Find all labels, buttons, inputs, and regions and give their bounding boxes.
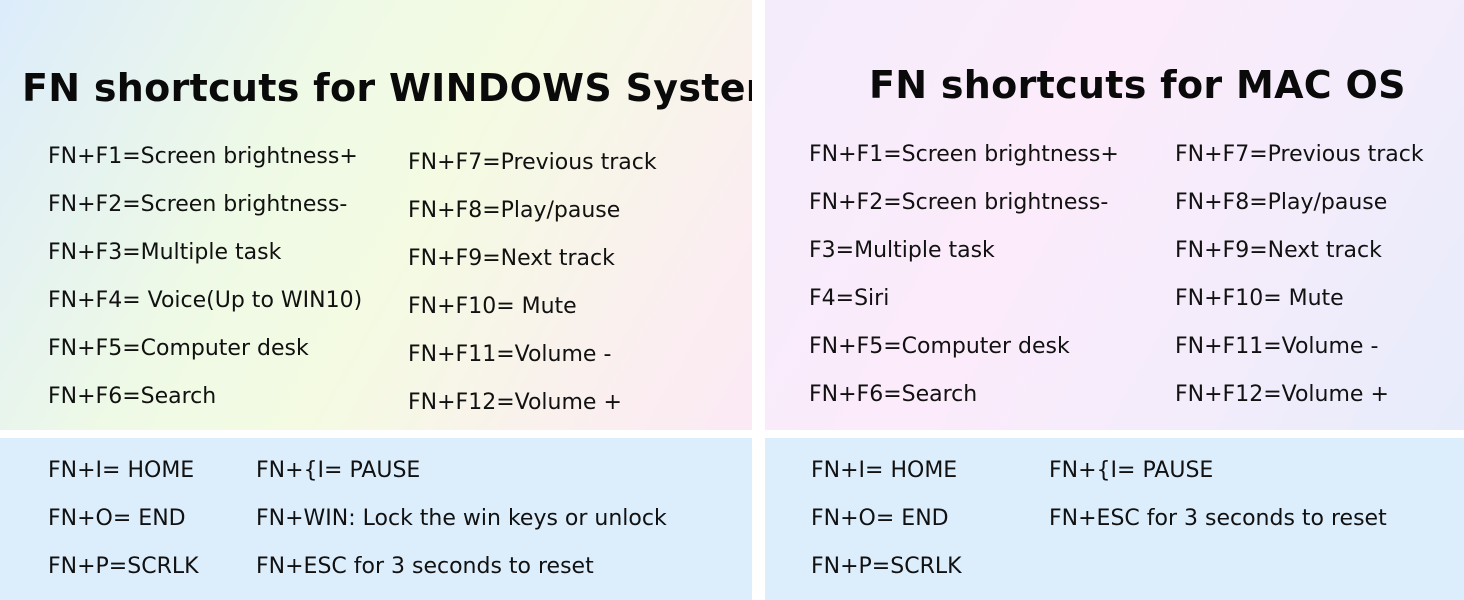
windows-shortcut-f11: FN+F11=Volume - xyxy=(408,342,612,367)
mac-shortcut-f6: FN+F6=Search xyxy=(809,382,978,407)
mac-shortcut-f4: F4=Siri xyxy=(809,286,890,311)
mac-shortcut-home: FN+I= HOME xyxy=(811,458,958,483)
windows-shortcut-home: FN+I= HOME xyxy=(48,458,195,483)
windows-shortcut-f6: FN+F6=Search xyxy=(48,384,217,409)
mac-shortcut-pause: FN+{I= PAUSE xyxy=(1049,458,1214,483)
windows-shortcut-f8: FN+F8=Play/pause xyxy=(408,198,621,223)
windows-shortcut-f5: FN+F5=Computer desk xyxy=(48,336,309,361)
mac-shortcut-f9: FN+F9=Next track xyxy=(1175,238,1382,263)
mac-shortcut-f1: FN+F1=Screen brightness+ xyxy=(809,142,1119,167)
windows-shortcut-f10: FN+F10= Mute xyxy=(408,294,577,319)
mac-shortcut-f12: FN+F12=Volume + xyxy=(1175,382,1389,407)
mac-shortcut-f3: F3=Multiple task xyxy=(809,238,995,263)
windows-shortcut-f2: FN+F2=Screen brightness- xyxy=(48,192,348,217)
windows-extra-shortcuts-panel: FN+I= HOME FN+O= END FN+P=SCRLK FN+{I= P… xyxy=(0,438,752,600)
mac-shortcut-f11: FN+F11=Volume - xyxy=(1175,334,1379,359)
windows-shortcut-f3: FN+F3=Multiple task xyxy=(48,240,282,265)
mac-shortcut-f5: FN+F5=Computer desk xyxy=(809,334,1070,359)
mac-shortcut-scrlk: FN+P=SCRLK xyxy=(811,554,962,579)
mac-shortcut-f10: FN+F10= Mute xyxy=(1175,286,1344,311)
mac-shortcut-f8: FN+F8=Play/pause xyxy=(1175,190,1388,215)
windows-title: FN shortcuts for WINDOWS System xyxy=(22,66,752,110)
mac-shortcut-end: FN+O= END xyxy=(811,506,949,531)
windows-shortcut-f9: FN+F9=Next track xyxy=(408,246,615,271)
windows-shortcut-win-lock: FN+WIN: Lock the win keys or unlock xyxy=(256,506,667,531)
windows-shortcut-f4: FN+F4= Voice(Up to WIN10) xyxy=(48,288,363,313)
windows-shortcut-end: FN+O= END xyxy=(48,506,186,531)
mac-shortcut-f2: FN+F2=Screen brightness- xyxy=(809,190,1109,215)
windows-shortcut-pause: FN+{I= PAUSE xyxy=(256,458,421,483)
windows-shortcuts-panel: FN shortcuts for WINDOWS System FN+F1=Sc… xyxy=(0,0,752,430)
windows-shortcut-f1: FN+F1=Screen brightness+ xyxy=(48,144,358,169)
windows-shortcut-f7: FN+F7=Previous track xyxy=(408,150,657,175)
mac-shortcut-reset: FN+ESC for 3 seconds to reset xyxy=(1049,506,1387,531)
mac-extra-shortcuts-panel: FN+I= HOME FN+O= END FN+P=SCRLK FN+{I= P… xyxy=(765,438,1464,600)
windows-shortcut-f12: FN+F12=Volume + xyxy=(408,390,622,415)
windows-shortcut-reset: FN+ESC for 3 seconds to reset xyxy=(256,554,594,579)
mac-shortcut-f7: FN+F7=Previous track xyxy=(1175,142,1424,167)
mac-title: FN shortcuts for MAC OS xyxy=(869,63,1406,107)
windows-shortcut-scrlk: FN+P=SCRLK xyxy=(48,554,199,579)
mac-shortcuts-panel: FN shortcuts for MAC OS FN+F1=Screen bri… xyxy=(765,0,1464,430)
